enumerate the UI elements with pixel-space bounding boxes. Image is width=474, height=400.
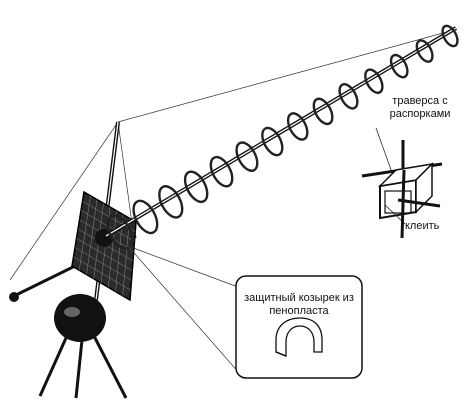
visor-label-line2: пенопласта <box>269 305 329 317</box>
helix-turn <box>286 112 309 141</box>
boom-cross-section <box>361 127 443 239</box>
helix-turn <box>389 53 409 79</box>
traverse-label-line2: распорками <box>389 108 451 120</box>
helix-turn <box>183 170 209 204</box>
helix-turn <box>235 141 259 172</box>
traverse-label: траверса с распорками <box>368 95 472 121</box>
helix-turn <box>158 185 184 219</box>
helix-turn <box>261 126 284 157</box>
helix-turn <box>132 199 159 235</box>
mast-tripod <box>38 294 128 399</box>
helix-antenna <box>106 24 459 250</box>
visor-label-line1: защитный козырек из <box>244 292 354 304</box>
helix-turn <box>209 155 234 188</box>
foam-visor-icon <box>275 317 323 357</box>
helix-turn <box>312 97 334 126</box>
traverse-label-line1: траверса с <box>392 95 448 107</box>
helix-turn <box>441 24 459 48</box>
helix-turn <box>106 214 134 250</box>
counterweight-ball <box>9 292 19 302</box>
antenna-boom <box>104 26 458 238</box>
callout-pointers <box>127 245 247 375</box>
visor-label: защитный козырек из пенопласта <box>238 292 360 318</box>
glue-label: клеить <box>405 220 440 232</box>
helix-turn <box>415 39 434 63</box>
mesh-reflector <box>71 190 137 302</box>
helix-turn <box>338 83 359 110</box>
visor-callout <box>235 275 363 379</box>
helix-turn <box>364 68 384 95</box>
